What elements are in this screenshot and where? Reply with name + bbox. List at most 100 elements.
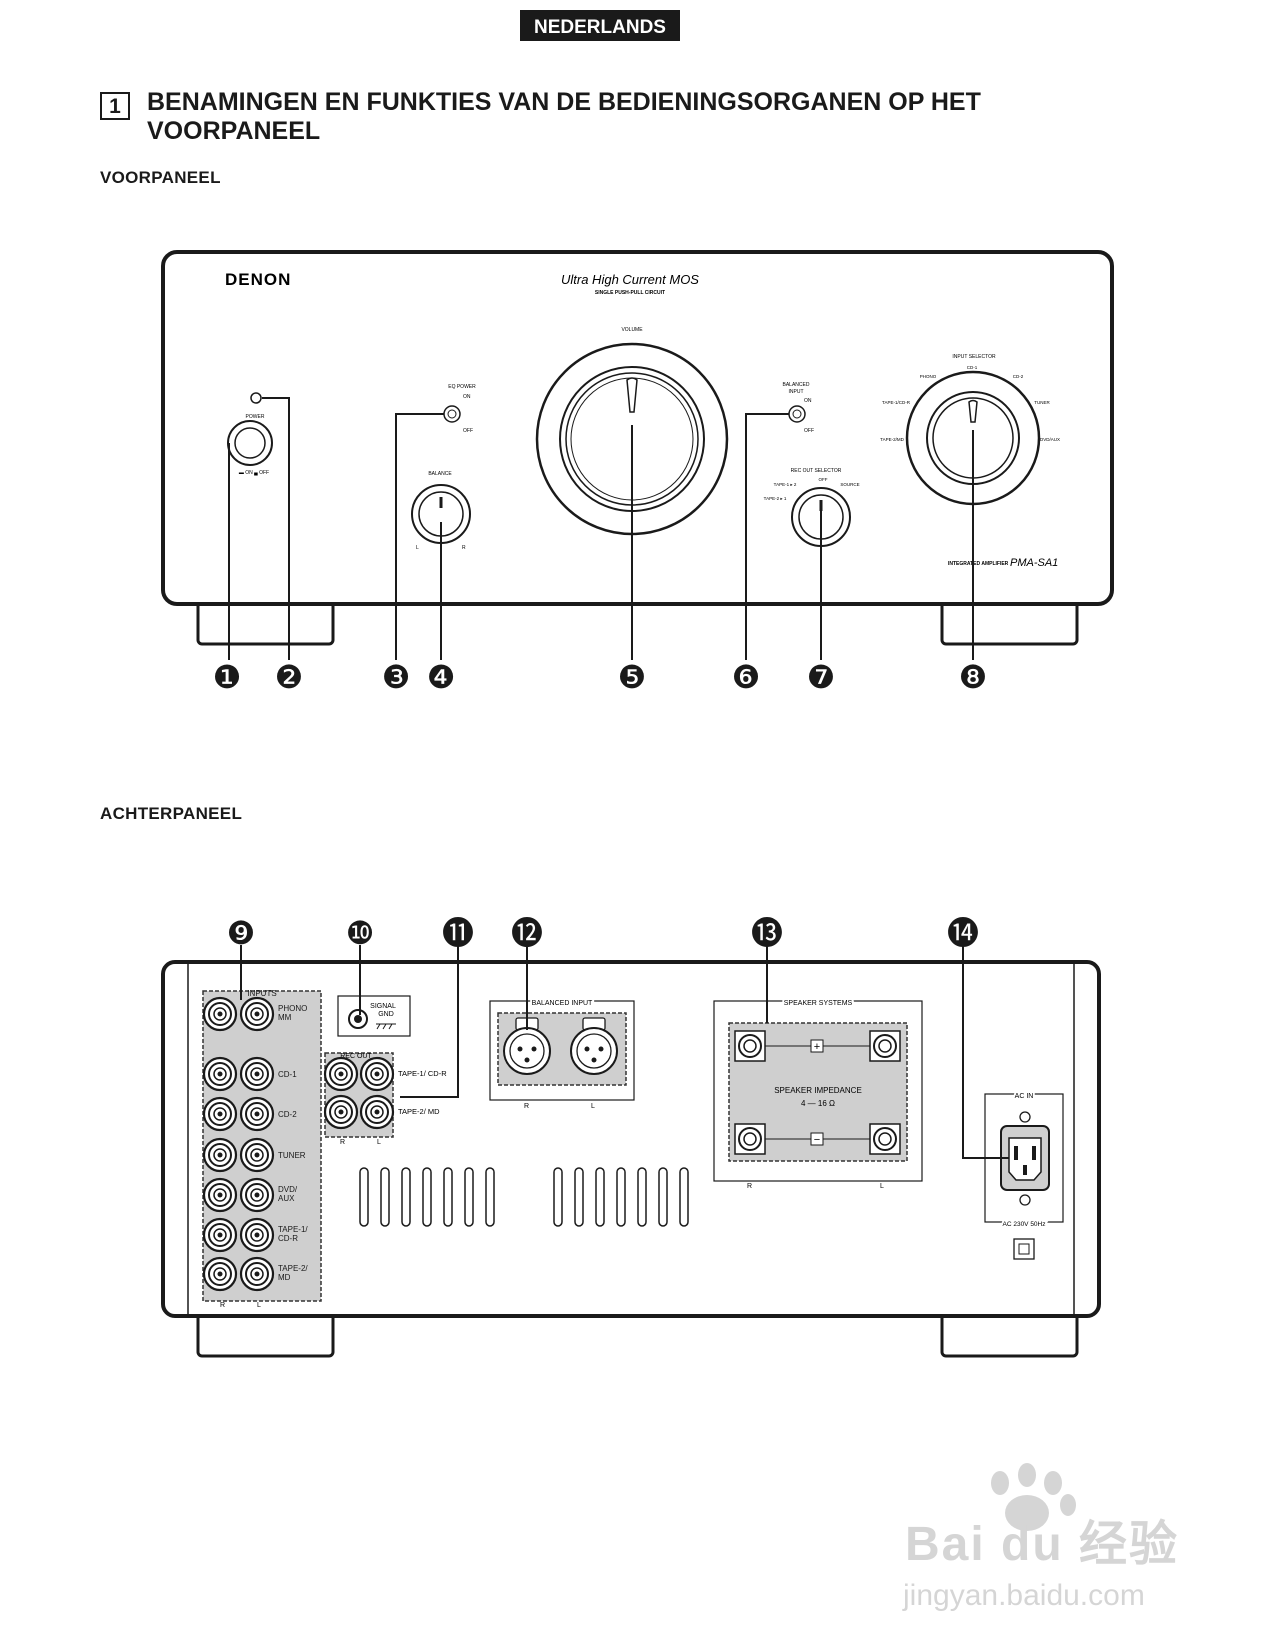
section-title-line2: VOORPANEEL (147, 117, 321, 145)
front-panel-diagram: DENON Ultra High Current MOS SINGLE PUSH… (161, 250, 1114, 695)
speaker-systems-label: SPEAKER SYSTEMS (784, 1000, 853, 1007)
rear-right-foot (940, 1304, 1079, 1358)
rec-out-jack-l-1[interactable] (359, 1056, 395, 1092)
model-name: PMA-SA1 (1010, 557, 1058, 569)
speaker-channel-r: R (747, 1183, 752, 1190)
input-jack-l-5[interactable] (239, 1177, 275, 1213)
balanced-input-button[interactable] (788, 405, 806, 423)
balance-l-label: L (416, 545, 419, 551)
input-jack-r-4[interactable] (202, 1137, 238, 1173)
ventilation-slots (359, 1167, 689, 1227)
rear-chassis (161, 960, 1101, 1318)
rear-chassis-inner (187, 961, 1075, 1317)
xlr-connector-r[interactable] (503, 1017, 551, 1075)
input-jack-l-1[interactable] (239, 996, 275, 1032)
front-heading: VOORPANEEL (100, 168, 221, 187)
power-label: POWER (246, 414, 265, 420)
rec-out-jack-r-1[interactable] (323, 1056, 359, 1092)
vent-slot (658, 1167, 668, 1227)
input-jack-l-4[interactable] (239, 1137, 275, 1173)
signal-gnd-terminal[interactable] (348, 1009, 368, 1029)
ac-pin-ground (1023, 1165, 1027, 1175)
front-tagline-sub: SINGLE PUSH-PULL CIRCUIT (595, 290, 665, 296)
input-jack-l-3[interactable] (239, 1096, 275, 1132)
input-pos-phono: PHONO (920, 374, 937, 379)
input-jack-l-2[interactable] (239, 1056, 275, 1092)
balanced-on-label: ON (804, 398, 812, 404)
ac-in-frame (984, 1093, 1064, 1223)
input-jack-r-6[interactable] (202, 1217, 238, 1253)
input-jack-r-5[interactable] (202, 1177, 238, 1213)
input-row-label-7: TAPE-2/MD (278, 1264, 308, 1282)
front-tagline: Ultra High Current MOS (561, 272, 699, 287)
input-jack-r-1[interactable] (202, 996, 238, 1032)
ac-screw-top (1019, 1111, 1031, 1123)
callout-10: ❿ (346, 915, 375, 951)
callout-6: ❻ (732, 659, 761, 695)
eq-power-button[interactable] (443, 405, 461, 423)
xlr-connector-l[interactable] (570, 1017, 618, 1075)
balanced-input-frame (489, 1000, 635, 1101)
vent-slot (595, 1167, 605, 1227)
rec-out-row1-label: TAPE-1/ CD-R (398, 1069, 447, 1078)
input-jack-r-7[interactable] (202, 1256, 238, 1292)
balance-label: BALANCE (428, 471, 452, 477)
rear-left-foot (196, 1304, 335, 1358)
class2-symbol-icon (1013, 1238, 1035, 1260)
volume-knob-marker (626, 377, 638, 413)
speaker-terminal-3[interactable] (734, 1123, 766, 1155)
callout-4: ❹ (427, 659, 456, 695)
rec-out-channel-r: R (340, 1139, 345, 1146)
balanced-input-rear-label: BALANCED INPUT (532, 1000, 593, 1007)
speaker-terminal-4[interactable] (869, 1123, 901, 1155)
speaker-terminal-2[interactable] (869, 1030, 901, 1062)
ac-rating: AC 230V 50Hz (1003, 1221, 1046, 1228)
rec-out-rear-label: REC OUT (340, 1053, 372, 1060)
input-pos-tuner: TUNER (1034, 400, 1050, 405)
input-jack-l-7[interactable] (239, 1256, 275, 1292)
rear-leader-lines (240, 945, 1009, 1159)
input-row-label-2: CD-1 (278, 1070, 297, 1079)
vent-slot (443, 1167, 453, 1227)
vent-slot (422, 1167, 432, 1227)
input-row-label-6: TAPE-1/CD-R (278, 1225, 308, 1243)
watermark-line2: jingyan.baidu.com (902, 1579, 1145, 1612)
ac-inlet[interactable] (1000, 1125, 1050, 1191)
inputs-channel-l: L (257, 1302, 261, 1309)
rec-out-pos-tape21: TAPE-2 ▸ 1 (764, 496, 787, 501)
ground-symbol-icon (376, 1023, 396, 1030)
input-jack-r-3[interactable] (202, 1096, 238, 1132)
input-pos-tape1: TAPE-1/CD-R (882, 400, 911, 405)
callout-11: ⓫ (442, 915, 474, 951)
speaker-channel-l: L (880, 1183, 884, 1190)
callout-9: ❾ (227, 915, 256, 951)
signal-gnd-label-1: SIGNAL (370, 1003, 396, 1010)
input-selector-label: INPUT SELECTOR (952, 354, 996, 360)
rear-heading: ACHTERPANEEL (100, 804, 243, 823)
balanced-channel-r: R (524, 1103, 529, 1110)
rec-out-pos-tape12: TAPE-1 ▸ 2 (774, 482, 797, 487)
callout-8: ❽ (959, 659, 988, 695)
ac-pin-right (1032, 1146, 1036, 1160)
input-pos-cd1: CD-1 (967, 365, 978, 370)
vent-slot (574, 1167, 584, 1227)
input-jack-r-2[interactable] (202, 1056, 238, 1092)
baidu-watermark: Bai du 经验 jingyan.baidu.com (902, 1463, 1177, 1612)
rec-out-jack-l-2[interactable] (359, 1094, 395, 1130)
eq-power-label: EQ POWER (448, 384, 476, 390)
input-jack-l-6[interactable] (239, 1217, 275, 1253)
callout-7: ❼ (807, 659, 836, 695)
balanced-input-button-inner (792, 409, 802, 419)
balanced-channel-l: L (591, 1103, 595, 1110)
section-title-line1: BENAMINGEN EN FUNKTIES VAN DE BEDIENINGS… (147, 88, 981, 116)
signal-gnd-label-2: GND (378, 1011, 394, 1018)
vent-slot (359, 1167, 369, 1227)
balanced-input-block (497, 1012, 627, 1086)
callout-2: ❷ (275, 659, 304, 695)
callout-3: ❸ (382, 659, 411, 695)
rec-out-jack-r-2[interactable] (323, 1094, 359, 1130)
speaker-terminal-1[interactable] (734, 1030, 766, 1062)
speaker-block (728, 1022, 908, 1162)
